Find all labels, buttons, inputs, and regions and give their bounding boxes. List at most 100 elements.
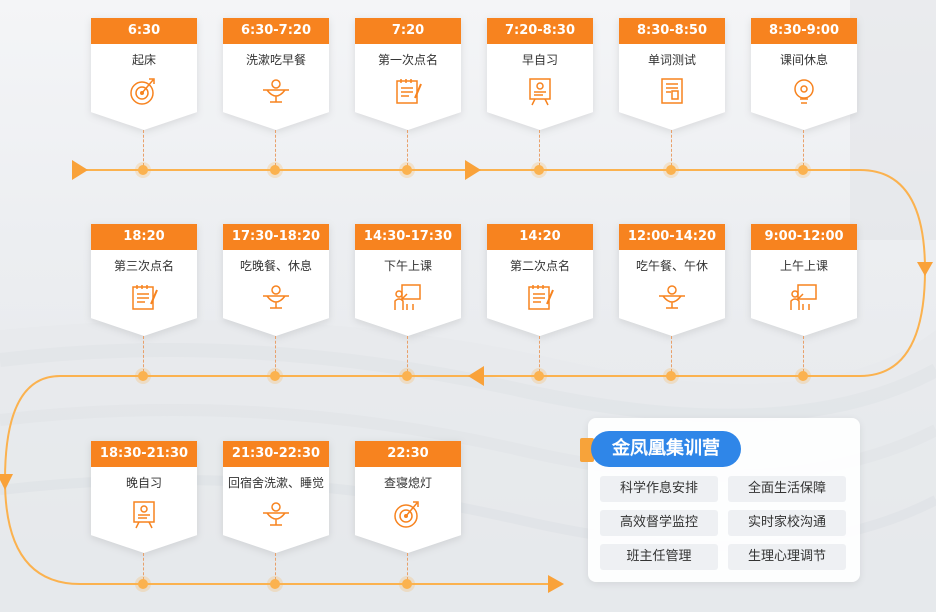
card-stem — [539, 336, 540, 372]
timeline-dot — [138, 579, 148, 589]
card-stem — [143, 336, 144, 372]
timeline-dot — [138, 165, 148, 175]
timeline-dot — [270, 165, 280, 175]
teacher-class-icon — [790, 284, 817, 310]
card-stem — [143, 553, 144, 580]
card-time: 18:30-21:30 — [91, 441, 197, 467]
card-stem — [143, 130, 144, 166]
track-start-arrow — [72, 160, 88, 180]
card-time: 22:30 — [355, 441, 461, 467]
roll-call-sheet-icon — [132, 285, 158, 310]
schedule-card: 22:30 查寝熄灯 — [355, 441, 461, 553]
timeline-dot — [402, 579, 412, 589]
alarm-target-icon — [394, 501, 419, 528]
card-stem — [275, 553, 276, 580]
teacher-class-icon — [394, 284, 421, 310]
card-label: 回宿舍洗漱、睡觉 — [227, 476, 324, 490]
schedule-card: 9:00-12:00 上午上课 — [751, 224, 857, 336]
schedule-card: 6:30 起床 — [91, 18, 197, 130]
meal-tray-icon — [263, 79, 289, 103]
alarm-target-icon — [130, 78, 155, 105]
track-arrow-down — [917, 262, 933, 276]
lightbulb-gear-icon — [794, 79, 814, 104]
timeline-dot — [534, 371, 544, 381]
card-time: 8:30-8:50 — [619, 18, 725, 44]
card-time: 21:30-22:30 — [223, 441, 329, 467]
card-label: 吃午餐、午休 — [635, 259, 708, 273]
card-time: 9:00-12:00 — [751, 224, 857, 250]
timeline-dot — [798, 371, 808, 381]
timeline-dot — [402, 371, 412, 381]
card-time: 7:20-8:30 — [487, 18, 593, 44]
card-label: 第二次点名 — [509, 259, 570, 273]
card-label: 查寝熄灯 — [383, 476, 432, 490]
track-end-arrow — [548, 575, 564, 593]
schedule-card: 12:00-14:20 吃午餐、午休 — [619, 224, 725, 336]
track-arrow-down-left — [0, 474, 13, 490]
feature-tag: 班主任管理 — [600, 544, 718, 570]
card-label: 晚自习 — [125, 476, 162, 490]
study-board-icon — [133, 501, 155, 529]
card-label: 第三次点名 — [113, 259, 174, 273]
schedule-card: 7:20-8:30 早自习 — [487, 18, 593, 130]
timeline-dot — [138, 371, 148, 381]
card-time: 7:20 — [355, 18, 461, 44]
timeline-dot — [666, 371, 676, 381]
schedule-card: 8:30-8:50 单词测试 — [619, 18, 725, 130]
roll-call-sheet-icon — [396, 79, 422, 104]
card-time: 6:30-7:20 — [223, 18, 329, 44]
card-stem — [407, 130, 408, 166]
card-time: 6:30 — [91, 18, 197, 44]
feature-tag: 科学作息安排 — [600, 476, 718, 502]
schedule-card: 18:20 第三次点名 — [91, 224, 197, 336]
feature-tag: 高效督学监控 — [600, 510, 718, 536]
schedule-card: 7:20 第一次点名 — [355, 18, 461, 130]
card-label: 下午上课 — [383, 259, 432, 273]
schedule-card: 14:30-17:30 下午上课 — [355, 224, 461, 336]
timeline-dot — [534, 165, 544, 175]
card-time: 14:30-17:30 — [355, 224, 461, 250]
track-arrow-right — [465, 160, 481, 180]
feature-tag: 生理心理调节 — [728, 544, 846, 570]
card-stem — [803, 336, 804, 372]
card-label: 课间休息 — [779, 53, 828, 67]
meal-tray-icon — [659, 285, 685, 309]
feature-tag: 全面生活保障 — [728, 476, 846, 502]
card-stem — [803, 130, 804, 166]
roll-call-sheet-icon — [528, 285, 554, 310]
meal-tray-icon — [263, 502, 289, 526]
meal-tray-icon — [263, 285, 289, 309]
card-stem — [407, 553, 408, 580]
schedule-card: 6:30-7:20 洗漱吃早餐 — [223, 18, 329, 130]
panel-title: 金凤凰集训营 — [591, 431, 741, 467]
card-label: 第一次点名 — [377, 53, 438, 67]
feature-tag: 实时家校沟通 — [728, 510, 846, 536]
card-time: 18:20 — [91, 224, 197, 250]
timeline-dot — [270, 579, 280, 589]
card-label: 洗漱吃早餐 — [245, 53, 306, 67]
card-stem — [275, 130, 276, 166]
schedule-card: 8:30-9:00 课间休息 — [751, 18, 857, 130]
schedule-card: 17:30-18:20 吃晚餐、休息 — [223, 224, 329, 336]
card-stem — [671, 130, 672, 166]
panel-title-accent — [580, 438, 594, 462]
card-stem — [671, 336, 672, 372]
card-label: 上午上课 — [779, 259, 828, 273]
card-time: 17:30-18:20 — [223, 224, 329, 250]
timeline-dot — [270, 371, 280, 381]
timeline-dot — [666, 165, 676, 175]
study-board-icon — [529, 78, 551, 106]
card-label: 单词测试 — [647, 53, 696, 67]
test-paper-icon — [661, 78, 683, 104]
card-stem — [407, 336, 408, 372]
schedule-card: 21:30-22:30 回宿舍洗漱、睡觉 — [223, 441, 329, 553]
timeline-dot — [798, 165, 808, 175]
card-stem — [275, 336, 276, 372]
schedule-card: 14:20 第二次点名 — [487, 224, 593, 336]
card-label: 早自习 — [521, 53, 558, 67]
card-label: 起床 — [131, 53, 156, 67]
schedule-card: 18:30-21:30 晚自习 — [91, 441, 197, 553]
card-stem — [539, 130, 540, 166]
timeline-dot — [402, 165, 412, 175]
